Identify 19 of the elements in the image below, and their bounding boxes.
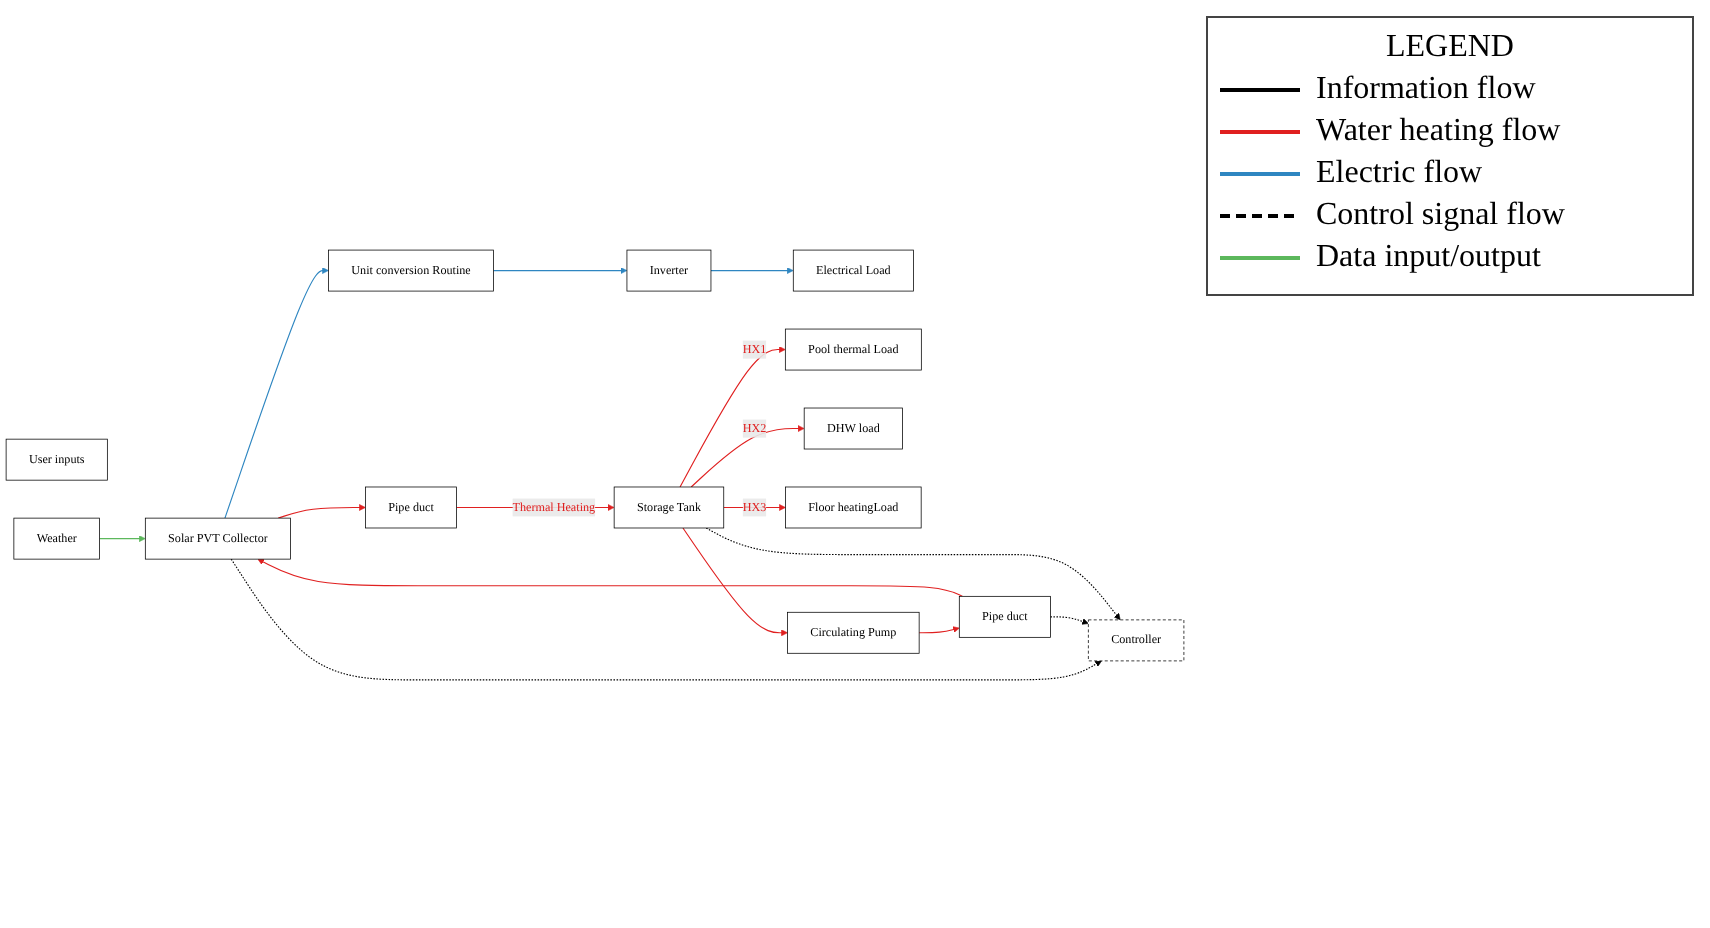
arrow [492, 266, 628, 273]
legend-text: Data input/output [1316, 240, 1541, 276]
legend-text: Electric flow [1316, 156, 1483, 192]
legend-text: Control signal flow [1316, 198, 1565, 234]
arrow [277, 503, 366, 518]
legend-title: LEGEND [1384, 30, 1516, 66]
arrow [690, 424, 805, 487]
legend-text: Information flow [1316, 72, 1536, 108]
arrow [705, 526, 1121, 620]
arrow [257, 557, 963, 596]
arrow [918, 625, 960, 633]
arrow [1049, 615, 1089, 624]
arrow [99, 534, 146, 541]
arrow [682, 526, 788, 636]
arrow [230, 557, 1102, 680]
arrow [710, 266, 794, 273]
arrow [224, 266, 329, 518]
legend-text: Water heating flow [1316, 114, 1561, 150]
arrow [679, 345, 786, 487]
